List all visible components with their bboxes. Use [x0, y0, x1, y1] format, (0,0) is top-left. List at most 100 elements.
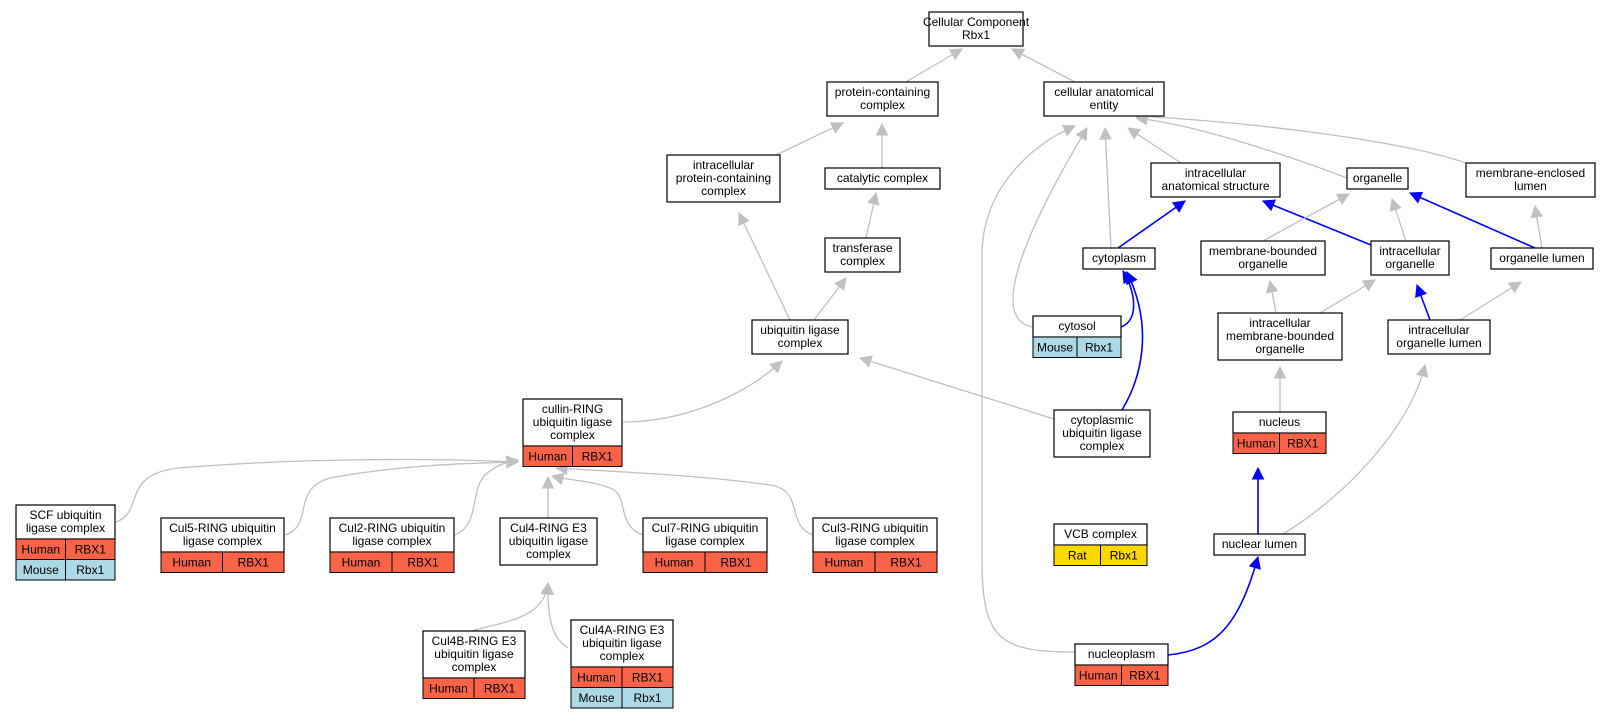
- species-label: Human: [1079, 669, 1118, 683]
- node-label-line: complex: [452, 660, 497, 674]
- edge-pcc-to-root: [905, 48, 963, 83]
- node-cat[interactable]: catalytic complex: [824, 167, 941, 190]
- node-label-line: cytoplasmic: [1071, 413, 1134, 427]
- species-label: Mouse: [578, 691, 614, 705]
- node-cyto[interactable]: cytoplasm: [1082, 247, 1156, 270]
- node-box: [1053, 409, 1151, 458]
- is-a-edge: [1282, 364, 1426, 535]
- node-label-line: Cellular Component: [923, 15, 1030, 29]
- node-ol[interactable]: organelle lumen: [1490, 247, 1594, 270]
- node-box: [666, 154, 781, 203]
- edge-crl-to-ulc: [622, 360, 783, 423]
- is-a-edge: [1135, 117, 1348, 179]
- gene-cell: [1121, 664, 1169, 686]
- node-label-line: membrane-bounded: [1226, 329, 1334, 343]
- is-a-edge: [775, 122, 844, 156]
- is-a-arrowhead: [1389, 197, 1402, 212]
- edge-ipcc-to-pcc: [775, 122, 845, 156]
- is-a-edge: [1459, 281, 1522, 321]
- is-a-edge: [1262, 193, 1350, 242]
- is-a-arrowhead: [541, 581, 555, 595]
- node-label-line: lumen: [1514, 179, 1547, 193]
- is-a-arrowhead: [1530, 204, 1544, 219]
- is-a-edge: [471, 582, 549, 632]
- edges-layer: [115, 48, 1544, 656]
- is-a-arrowhead: [1273, 365, 1287, 379]
- edge-nucleus-to-imbo: [1273, 365, 1287, 412]
- species-label: Rat: [1068, 549, 1087, 563]
- node-label-line: ligase complex: [835, 534, 914, 548]
- gene-cell: [874, 551, 938, 573]
- is-a-arrowhead: [1507, 281, 1522, 294]
- node-org[interactable]: organelle: [1346, 167, 1409, 190]
- is-a-arrowhead: [769, 360, 783, 374]
- node-label-line: complex: [526, 547, 571, 561]
- is-a-arrowhead: [867, 191, 880, 206]
- node-label-line: ligase complex: [26, 521, 105, 535]
- node-label-line: ligase complex: [665, 534, 744, 548]
- is-a-edge: [1011, 48, 1076, 83]
- node-label-line: ligase complex: [352, 534, 431, 548]
- node-box: [499, 517, 598, 566]
- species-label: Human: [577, 671, 616, 685]
- is-a-arrowhead: [948, 48, 963, 61]
- node-box: [1200, 240, 1326, 276]
- part-of-arrowhead: [1261, 199, 1277, 212]
- edge-iol-to-io: [1415, 283, 1431, 321]
- edge-ol-to-org: [1408, 191, 1536, 249]
- node-box: [1465, 162, 1596, 198]
- node-label-line: ubiquitin ligase: [582, 636, 662, 650]
- node-label-line: nucleus: [1259, 415, 1300, 429]
- node-label-line: intracellular: [1249, 316, 1310, 330]
- is-a-edge: [115, 458, 519, 523]
- node-label-line: cytoplasm: [1092, 251, 1146, 265]
- is-a-arrowhead: [1099, 126, 1112, 140]
- node-label-line: entity: [1090, 98, 1119, 112]
- is-a-edge: [859, 357, 1055, 420]
- is-a-edge: [454, 459, 519, 536]
- node-box: [1213, 533, 1306, 556]
- node-box: [1387, 319, 1491, 355]
- node-label-line: complex: [778, 336, 823, 350]
- edge-cyto-to-ias: [1117, 200, 1186, 249]
- is-a-arrowhead: [1416, 363, 1429, 378]
- part-of-arrowhead: [1126, 270, 1138, 286]
- node-label-line: Cul5-RING ubiquitin: [169, 521, 276, 535]
- is-a-arrowhead: [1265, 279, 1279, 294]
- node-label-line: membrane-enclosed: [1476, 166, 1585, 180]
- part-of-edge: [1409, 192, 1536, 249]
- gene-symbol-label: RBX1: [1129, 669, 1161, 683]
- species-label: Mouse: [23, 563, 59, 577]
- node-nl[interactable]: nuclear lumen: [1213, 533, 1306, 556]
- is-a-edge: [1104, 127, 1112, 249]
- edge-cyto-to-cae: [1099, 126, 1112, 249]
- node-label-line: organelle lumen: [1499, 251, 1584, 265]
- node-label-line: intracellular: [1185, 166, 1246, 180]
